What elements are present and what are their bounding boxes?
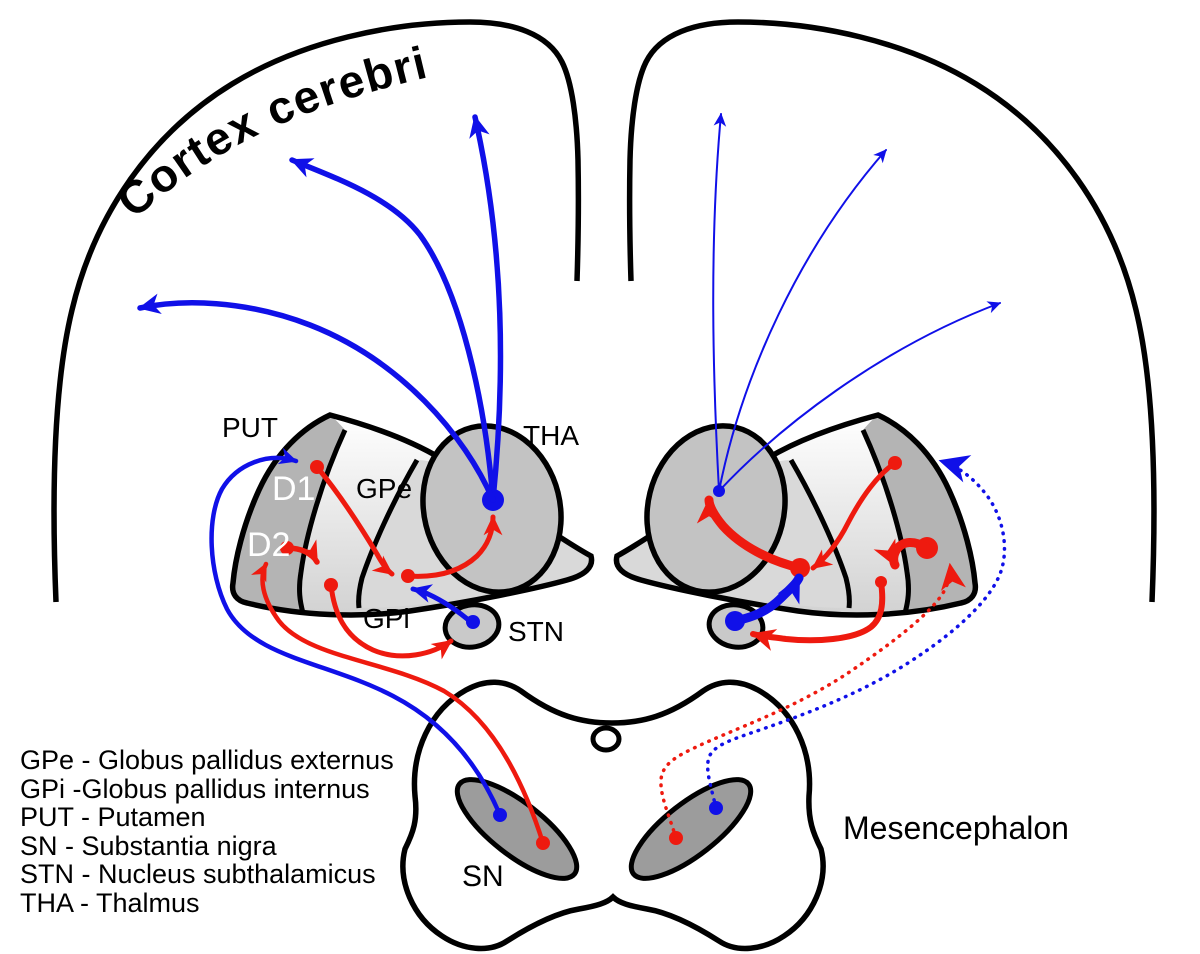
d2-to-gpe-thick-right	[873, 538, 932, 570]
legend-line-put: PUT - Putamen	[20, 802, 206, 832]
label-sn: SN	[462, 860, 504, 893]
aqueduct-shape	[590, 725, 622, 753]
thalamocortical-arrow-2-left	[469, 114, 504, 503]
legend-line-sn: SN - Substantia nigra	[20, 831, 278, 861]
stn-to-gpi-thick-right	[730, 573, 804, 626]
legend-line-gpi: GPi -Globus pallidus internus	[20, 774, 370, 804]
gpe-to-stn-right	[750, 579, 886, 651]
gpi-to-thalamus-thick-right	[696, 495, 805, 573]
gpe-to-stn-left	[328, 582, 454, 660]
legend-line-stn: STN - Nucleus subthalamicus	[20, 859, 376, 889]
label-mesencephalon: Mesencephalon	[843, 810, 1069, 846]
label-d1: D1	[272, 470, 315, 508]
label-gpe: GPe	[356, 473, 412, 504]
pathways-right	[659, 112, 1007, 840]
d1-to-gpi-left	[314, 464, 395, 577]
nigrostriatal-d2-dotted-right	[659, 562, 966, 840]
legend-line-gpe: GPe - Globus pallidus externus	[20, 745, 394, 775]
label-d2: D2	[247, 526, 290, 564]
nigrostriatal-d2-left	[251, 561, 546, 846]
label-stn: STN	[508, 616, 564, 647]
thalamocortical-arrow-2-right	[718, 149, 887, 492]
thalamocortical-arrow-3-left	[137, 293, 496, 503]
d2-to-gpe-left	[284, 539, 320, 565]
label-gpi: GPi	[363, 603, 410, 634]
thalamocortical-arrow-1-right	[712, 112, 727, 492]
thalamocortical-arrow-1-left	[289, 157, 496, 503]
mesencephalon-outline	[400, 679, 826, 952]
pathways-left	[137, 114, 546, 846]
thalamocortical-arrow-3-right	[718, 301, 1002, 492]
stn-to-gpi-left	[410, 584, 475, 626]
label-put: PUT	[222, 412, 278, 443]
legend-line-tha: THA - Thalmus	[20, 888, 200, 918]
d1-to-gpi-right	[810, 460, 898, 571]
gpi-to-thalamus-left	[405, 514, 503, 579]
nigrostriatal-d1-left	[209, 447, 503, 818]
legend: GPe - Globus pallidus externus GPi -Glob…	[20, 745, 394, 918]
nigrostriatal-d1-dotted-right	[705, 455, 1007, 810]
label-tha: THA	[523, 420, 579, 451]
